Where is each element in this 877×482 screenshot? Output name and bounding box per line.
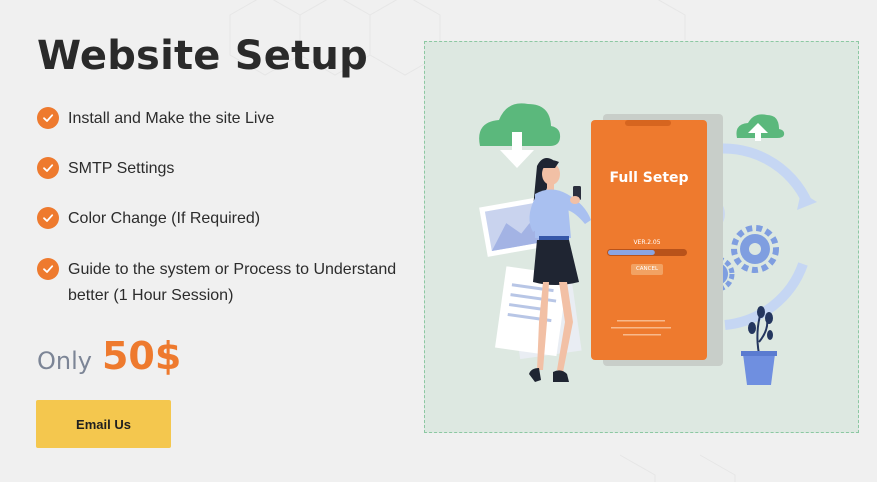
page-title: Website Setup	[37, 33, 368, 79]
check-icon	[37, 157, 59, 179]
price: Only 50$	[37, 334, 181, 378]
illustration-art	[479, 103, 817, 385]
check-icon	[37, 107, 59, 129]
check-icon	[37, 258, 59, 280]
check-icon	[37, 207, 59, 229]
feature-item: Guide to the system or Process to Unders…	[37, 257, 408, 309]
feature-text: Color Change (If Required)	[68, 210, 261, 227]
feature-item: SMTP Settings	[37, 156, 174, 182]
feature-text: Guide to the system or Process to Unders…	[68, 261, 397, 304]
screen-title: Full Setep	[609, 170, 689, 186]
feature-text: SMTP Settings	[68, 160, 175, 177]
feature-item: Install and Make the site Live	[37, 106, 274, 132]
gear-icon	[731, 225, 779, 273]
email-us-button[interactable]: Email Us	[36, 400, 171, 448]
person	[529, 158, 591, 382]
feature-item: Color Change (If Required)	[37, 206, 260, 232]
cloud-download-icon	[479, 103, 561, 168]
price-prefix: Only	[37, 347, 92, 375]
cloud-upload-icon	[736, 114, 785, 141]
illustration: Full Setep VER.2.05 CANCEL	[424, 41, 859, 433]
phone	[591, 120, 707, 360]
price-amount: 50$	[101, 334, 182, 378]
version-label: VER.2.05	[633, 239, 661, 246]
plant-icon	[741, 306, 777, 385]
cancel-button: CANCEL	[631, 264, 663, 275]
feature-text: Install and Make the site Live	[68, 110, 275, 127]
